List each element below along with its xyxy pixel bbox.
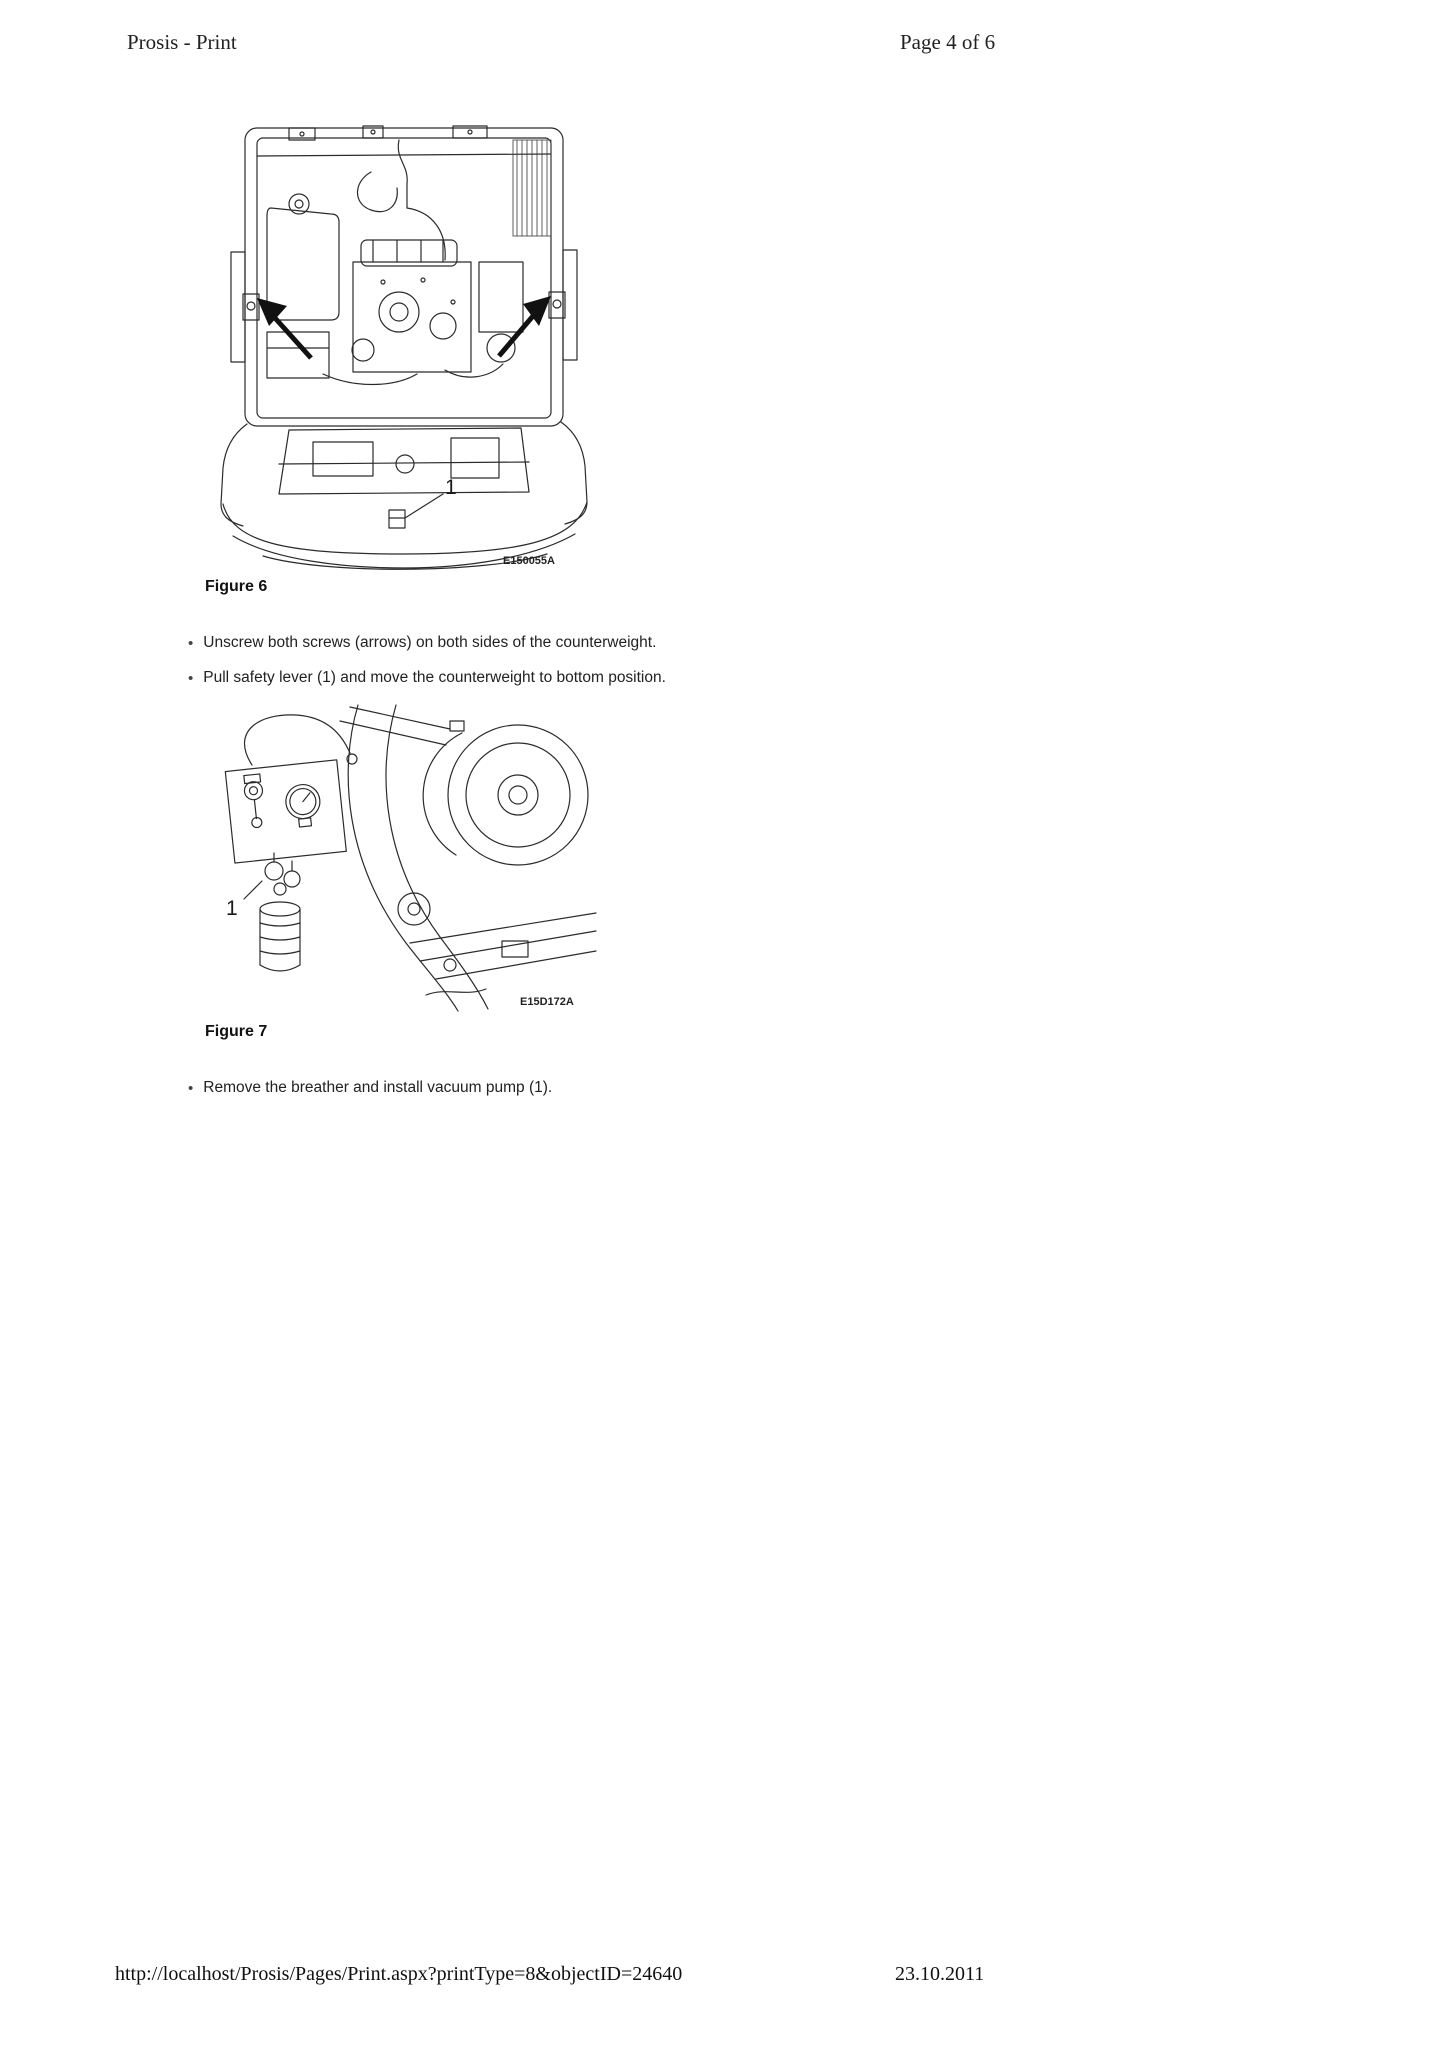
figure6-callout-1: 1 (445, 476, 457, 499)
bullet-icon: • (188, 635, 194, 652)
header-left-title: Prosis - Print (127, 30, 237, 54)
grille-hatch (512, 139, 552, 237)
vacuum-pump-fittings (259, 852, 301, 972)
step-text: Pull safety lever (1) and move the count… (203, 669, 666, 686)
engine-deck (409, 912, 597, 996)
figure7-callout-1: 1 (226, 897, 238, 920)
callout-leader (243, 880, 263, 900)
step-text: Remove the breather and install vacuum p… (203, 1079, 553, 1096)
figure6-caption: Figure 6 (205, 578, 268, 595)
step-item: • Pull safety lever (1) and move the cou… (188, 669, 808, 688)
step-text: Unscrew both screws (arrows) on both sid… (203, 634, 657, 651)
figure7-image: 1 E15D172A (200, 703, 612, 1021)
vacuum-pump-drawing: 1 E15D172A (224, 704, 597, 1012)
figure7-caption: Figure 7 (205, 1023, 268, 1040)
header-right-page-number: Page 4 of 6 (900, 30, 996, 54)
engine-block (322, 139, 524, 386)
air-filter-cylinder (339, 706, 589, 866)
safety-lever (388, 493, 444, 529)
bullet-icon: • (188, 1080, 194, 1097)
footer-url: http://localhost/Prosis/Pages/Print.aspx… (115, 1963, 683, 1985)
side-rails (230, 249, 578, 363)
expansion-tank (266, 193, 340, 379)
step-item: • Remove the breather and install vacuum… (188, 1079, 808, 1098)
gauge-plate (224, 759, 347, 864)
figure6-code: E150055A (503, 555, 555, 567)
screw-arrow-right-icon (497, 296, 551, 358)
counterweight-tray (220, 421, 588, 570)
hose (244, 714, 358, 766)
screw-arrow-left-icon (257, 298, 313, 360)
roll-bar (347, 704, 489, 1012)
bullet-icon: • (188, 670, 194, 687)
figure7-code: E15D172A (520, 996, 574, 1008)
engine-compartment-drawing: 1 E150055A (220, 125, 588, 570)
step-item: • Unscrew both screws (arrows) on both s… (188, 634, 808, 653)
footer-date: 23.10.2011 (895, 1963, 985, 1985)
figure6-image: 1 E150055A (203, 112, 613, 577)
hood-frame (244, 125, 564, 427)
